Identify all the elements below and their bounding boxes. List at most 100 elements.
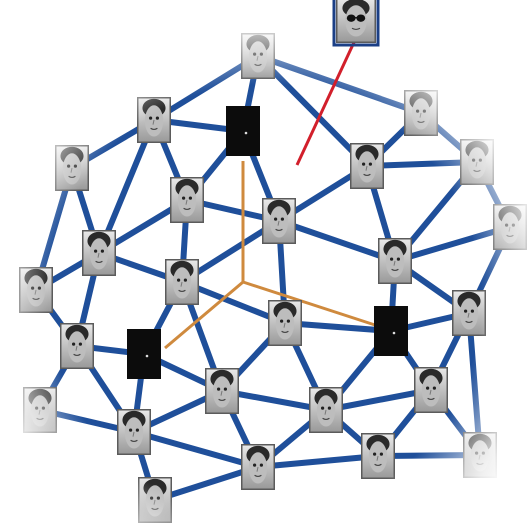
face-eye	[390, 257, 394, 261]
hidden-node	[374, 306, 408, 356]
face-photo-icon	[55, 145, 89, 191]
face-eye	[183, 278, 187, 282]
face-eye	[286, 319, 290, 323]
face-eye	[379, 452, 383, 456]
face-eye	[30, 286, 35, 290]
face-eye	[129, 428, 133, 432]
face-eye	[511, 223, 515, 227]
face-eye	[188, 196, 192, 200]
face-node	[268, 300, 302, 346]
face-eye	[41, 406, 46, 410]
face-node	[378, 238, 412, 284]
face-photo-icon	[60, 323, 94, 369]
face-eye	[35, 406, 39, 410]
face-eye	[274, 217, 278, 221]
face-node	[460, 139, 494, 185]
face-eye	[135, 428, 139, 432]
face-node	[19, 267, 53, 313]
face-node	[82, 230, 116, 276]
face-photo-icon	[170, 177, 204, 223]
face-photo-icon	[452, 290, 486, 336]
edge-blue	[131, 429, 261, 470]
face-eye	[505, 223, 509, 227]
face-node	[138, 477, 172, 523]
face-photo-icon	[309, 387, 343, 433]
face-skin	[345, 5, 367, 37]
sunglasses-lens	[346, 14, 356, 22]
face-eye	[472, 158, 476, 162]
face-eye	[368, 162, 372, 166]
face-eye	[155, 116, 159, 120]
face-node	[137, 97, 171, 143]
face-node	[452, 290, 486, 336]
face-eye	[177, 278, 181, 282]
face-photo-icon	[23, 387, 57, 433]
face-node	[23, 387, 57, 433]
edge-blue	[276, 218, 398, 264]
edge-blue	[255, 453, 381, 470]
face-photo-icon	[463, 432, 497, 478]
face-eye	[321, 406, 325, 410]
face-photo-icon	[460, 139, 494, 185]
query-face-border	[332, 0, 380, 47]
face-photo-icon	[241, 444, 275, 490]
face-eye	[464, 309, 468, 313]
face-photo-icon	[117, 409, 151, 455]
face-eye	[253, 52, 257, 56]
face-eye	[362, 162, 366, 166]
face-node	[60, 323, 94, 369]
face-photo-icon	[205, 368, 239, 414]
face-node	[350, 143, 384, 189]
face-node	[463, 432, 497, 478]
edges-layer	[33, 53, 513, 503]
face-node	[309, 387, 343, 433]
black-square-icon	[127, 329, 161, 379]
face-eye	[416, 109, 420, 113]
face-photo-icon	[138, 477, 172, 523]
face-node	[262, 198, 296, 244]
face-eye	[259, 52, 263, 56]
face-node	[493, 204, 527, 250]
face-eye	[223, 387, 227, 391]
face-photo-icon	[268, 300, 302, 346]
face-photo-icon	[137, 97, 171, 143]
hidden-node	[127, 329, 161, 379]
face-eye	[432, 386, 436, 390]
face-node	[117, 409, 151, 455]
face-eye	[94, 249, 98, 253]
face-node	[241, 33, 275, 79]
face-node	[55, 145, 89, 191]
sunglasses-face-icon	[336, 0, 376, 43]
face-eye	[73, 164, 77, 168]
face-eye	[327, 406, 331, 410]
face-eye	[470, 309, 474, 313]
edge-orange	[242, 280, 376, 327]
face-eye	[396, 257, 400, 261]
face-eye	[426, 386, 430, 390]
face-node	[404, 90, 438, 136]
face-photo-icon	[82, 230, 116, 276]
hidden-node-dot	[145, 354, 149, 358]
sunglasses-lens	[356, 14, 366, 22]
face-photo-icon	[493, 204, 527, 250]
face-eye	[150, 496, 154, 500]
face-eye	[78, 342, 82, 346]
face-node	[165, 259, 199, 305]
face-photo-icon	[404, 90, 438, 136]
face-eye	[280, 319, 284, 323]
face-photo-icon	[165, 259, 199, 305]
face-photo-icon	[262, 198, 296, 244]
face-eye	[37, 286, 42, 290]
face-node	[241, 444, 275, 490]
face-mouth	[351, 27, 361, 31]
face-eye	[67, 164, 71, 168]
face-photo-icon	[414, 367, 448, 413]
face-eye	[72, 342, 76, 346]
face-node	[170, 177, 204, 223]
face-eye	[253, 463, 257, 467]
face-eye	[259, 463, 263, 467]
face-eye	[156, 496, 160, 500]
hidden-node-dot	[244, 131, 248, 135]
black-square-icon	[226, 106, 260, 156]
